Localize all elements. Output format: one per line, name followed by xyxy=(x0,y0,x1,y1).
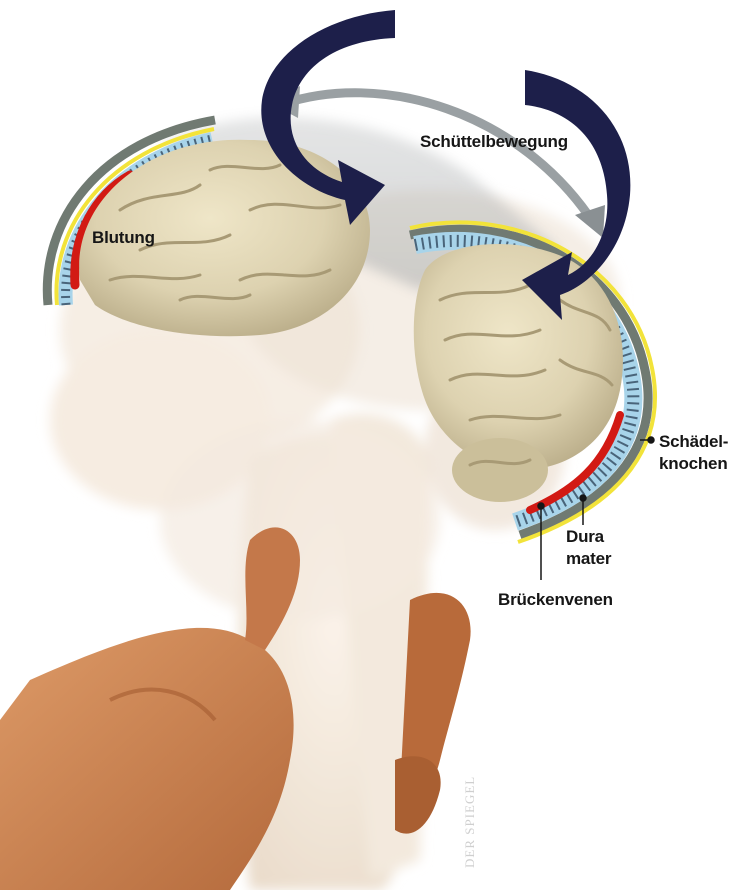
label-skull-line1: Schädel- xyxy=(659,432,728,452)
label-bleeding: Blutung xyxy=(92,228,155,248)
label-dura-line1: Dura xyxy=(566,527,604,547)
right-cerebellum xyxy=(452,438,548,502)
publisher-credit: DER SPIEGEL xyxy=(462,776,478,868)
label-shaking-motion: Schüttelbewegung xyxy=(420,132,568,152)
label-dura-line2: mater xyxy=(566,549,611,569)
label-bridging-veins: Brückenvenen xyxy=(498,590,613,610)
label-skull-line2: knochen xyxy=(659,454,728,474)
